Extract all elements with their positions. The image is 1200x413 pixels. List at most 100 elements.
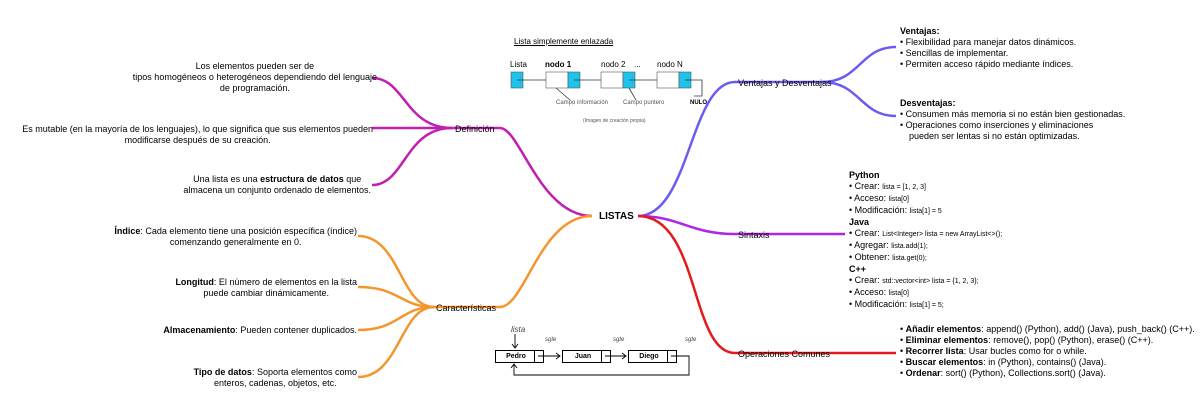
java-obtener-label: Obtener: bbox=[854, 252, 890, 262]
definicion-connectors bbox=[371, 76, 593, 218]
operaciones-list: • Añadir elementos: append() (Python), a… bbox=[900, 324, 1195, 378]
op-eliminar-bold: Eliminar elementos bbox=[905, 335, 989, 345]
definicion-item-3-post: que bbox=[343, 174, 362, 184]
python-crear-code: lista = [1, 2, 3] bbox=[882, 184, 926, 191]
ventaja-item-2: Sencillas de implementar. bbox=[905, 48, 1009, 58]
op-buscar-bold: Buscar elementos bbox=[905, 357, 984, 367]
definicion-item-2-line-1: Es mutable (en la mayoría de los lenguaj… bbox=[22, 124, 373, 134]
diagram-nodo2-label: nodo 2 bbox=[601, 60, 626, 69]
python-title: Python bbox=[849, 170, 880, 180]
desventaja-item-3: pueden ser lentas si no están optimizada… bbox=[909, 131, 1080, 141]
circ-ptr-2 bbox=[601, 350, 611, 363]
ventajas-label: Ventajas y Desventajas bbox=[738, 78, 832, 88]
op-ordenar-bold: Ordenar bbox=[905, 368, 941, 378]
java-obtener-code: lista.get(0); bbox=[892, 255, 927, 262]
python-crear-label: Crear: bbox=[854, 181, 880, 191]
python-acceso-code: lista[0] bbox=[888, 196, 909, 203]
circ-lista-label: lista bbox=[511, 325, 526, 334]
circ-ptr-1 bbox=[534, 350, 544, 363]
java-agregar-code: lista.add(1); bbox=[891, 243, 928, 250]
caracteristica-tipo-datos: Tipo de datos: Soporta elementos como en… bbox=[194, 367, 357, 389]
caracteristicas-label: Características bbox=[436, 303, 497, 313]
caracteristicas-connectors bbox=[357, 214, 593, 379]
ventaja-item-1: Flexibilidad para manejar datos dinámico… bbox=[905, 37, 1077, 47]
diagram-campo-puntero: Campo puntero bbox=[623, 100, 665, 106]
definicion-item-2-line-2: modificarse después de su creación. bbox=[124, 135, 271, 145]
central-topic: LISTAS bbox=[599, 211, 634, 222]
sintaxis-list: Python • Crear: lista = [1, 2, 3] • Acce… bbox=[849, 170, 1003, 309]
desventajas-list: Desventajas: • Consumen más memoria si n… bbox=[900, 98, 1126, 141]
cpp-acceso-label: Acceso: bbox=[854, 287, 887, 297]
op-buscar-text: : in (Python), contains() (Java). bbox=[983, 357, 1107, 367]
caracteristica-indice-bold: Índice bbox=[114, 226, 141, 236]
ventajas-title: Ventajas: bbox=[900, 26, 940, 36]
definicion-item-3-bold: estructura de datos bbox=[260, 174, 344, 184]
cpp-modificacion-code: lista[1] = 5; bbox=[909, 302, 944, 309]
caracteristica-indice-line-2: comenzando generalmente en 0. bbox=[169, 237, 302, 247]
desventajas-title: Desventajas: bbox=[900, 98, 956, 108]
diagram-lista-label: Lista bbox=[510, 60, 527, 69]
definicion-item-3-pre: Una lista es una bbox=[193, 174, 261, 184]
java-agregar-label: Agregar: bbox=[854, 240, 889, 250]
cpp-modificacion-label: Modificación: bbox=[854, 299, 908, 309]
diagram-nodo1-label: nodo 1 bbox=[545, 60, 572, 69]
circ-node-pedro: Pedro bbox=[495, 350, 537, 363]
caracteristica-tipo-datos-bold: Tipo de datos bbox=[193, 367, 252, 377]
definicion-item-2: Es mutable (en la mayoría de los lenguaj… bbox=[22, 124, 373, 146]
operaciones-label: Operaciones Comunes bbox=[738, 349, 831, 359]
diagram-nodon-label: nodo N bbox=[657, 60, 683, 69]
python-modificacion-label: Modificación: bbox=[854, 205, 908, 215]
sintaxis-connectors bbox=[637, 214, 845, 236]
op-recorrer-text: : Usar bucles como for o while. bbox=[963, 346, 1087, 356]
ventajas-list: Ventajas: • Flexibilidad para manejar da… bbox=[900, 26, 1077, 69]
operaciones-connectors bbox=[637, 214, 896, 355]
op-recorrer-bold: Recorrer lista bbox=[905, 346, 964, 356]
caracteristica-indice-text: : Cada elemento tiene una posición espec… bbox=[140, 226, 357, 236]
definicion-item-1-line-1: Los elementos pueden ser de bbox=[195, 61, 315, 71]
java-title: Java bbox=[849, 217, 870, 227]
caracteristica-indice: Índice: Cada elemento tiene una posición… bbox=[114, 226, 357, 248]
java-crear-label: Crear: bbox=[854, 228, 880, 238]
diagram-caption: (Imagen de creación propia) bbox=[583, 118, 646, 124]
diagram-dots-label: ... bbox=[634, 60, 641, 69]
circ-node-diego: Diego bbox=[628, 350, 670, 363]
op-anadir-bold: Añadir elementos bbox=[905, 324, 982, 334]
python-modificacion-code: lista[1] = 5 bbox=[909, 208, 942, 215]
caracteristica-almacenamiento: Almacenamiento: Pueden contener duplicad… bbox=[163, 325, 357, 336]
cpp-crear-code: std::vector<int> lista = {1, 2, 3}; bbox=[882, 278, 979, 285]
circ-sgte-3: sgte bbox=[685, 337, 697, 343]
sintaxis-label: Sintaxis bbox=[738, 230, 770, 240]
op-eliminar-text: : remove(), pop() (Python), erase() (C++… bbox=[988, 335, 1154, 345]
diagram-title: Lista simplemente enlazada bbox=[514, 37, 614, 46]
diagram-campo-info: Campo información bbox=[556, 100, 609, 106]
definicion-item-1: Los elementos pueden ser de tipos homogé… bbox=[133, 61, 377, 94]
ventaja-item-3: Permiten acceso rápido mediante índices. bbox=[905, 59, 1074, 69]
cpp-title: C++ bbox=[849, 264, 867, 274]
caracteristica-tipo-datos-text: : Soporta elementos como bbox=[251, 367, 357, 377]
ventajas-connectors bbox=[637, 45, 897, 218]
desventaja-item-2: Operaciones como inserciones y eliminaci… bbox=[905, 120, 1094, 130]
caracteristica-almacenamiento-text: : Pueden contener duplicados. bbox=[235, 325, 357, 335]
caracteristica-longitud: Longitud: El número de elementos en la l… bbox=[175, 277, 357, 299]
op-anadir-text: : append() (Python), add() (Java), push_… bbox=[981, 324, 1195, 334]
desventaja-item-1: Consumen más memoria si no están bien ge… bbox=[905, 109, 1126, 119]
circ-ptr-3 bbox=[667, 350, 677, 363]
definicion-item-1-line-2: tipos homogéneos o heterogéneos dependie… bbox=[132, 72, 377, 82]
caracteristica-longitud-line-2: puede cambiar dinámicamente. bbox=[203, 288, 329, 298]
diagram-nulo: NULO bbox=[690, 100, 707, 106]
definicion-item-1-line-3: de programación. bbox=[219, 83, 290, 93]
caracteristica-longitud-text: : El número de elementos en la lista bbox=[213, 277, 357, 287]
cpp-acceso-code: lista[0] bbox=[888, 290, 909, 297]
python-acceso-label: Acceso: bbox=[854, 193, 887, 203]
definicion-item-3: Una lista es una estructura de datos que… bbox=[183, 174, 371, 196]
op-ordenar-text: : sort() (Python), Collections.sort() (J… bbox=[940, 368, 1106, 378]
circ-sgte-2: sgte bbox=[613, 337, 625, 343]
java-crear-code: List<Integer> lista = new ArrayList<>(); bbox=[882, 231, 1003, 238]
circ-node-juan: Juan bbox=[562, 350, 604, 363]
circ-sgte-1: sgte bbox=[545, 337, 557, 343]
definicion-label: Definición bbox=[455, 124, 495, 134]
caracteristica-almacenamiento-bold: Almacenamiento bbox=[163, 325, 236, 335]
caracteristica-tipo-datos-line-2: enteros, cadenas, objetos, etc. bbox=[214, 378, 337, 388]
caracteristica-longitud-bold: Longitud bbox=[175, 277, 214, 287]
